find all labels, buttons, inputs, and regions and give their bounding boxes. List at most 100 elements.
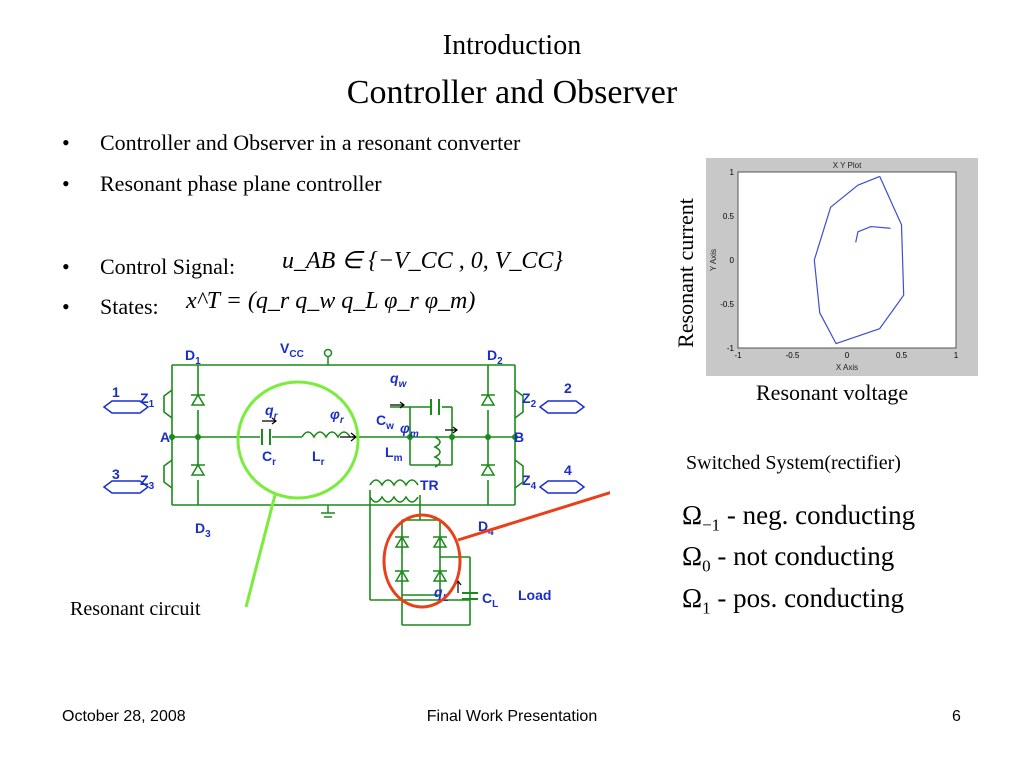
gate-input-4 — [538, 480, 586, 494]
label-z1: Z1 — [140, 390, 155, 410]
x-tick-label: -0.5 — [786, 351, 800, 360]
omega-symbol: Ω — [682, 583, 703, 613]
bullet-dot: • — [62, 171, 70, 196]
label-d1: D1 — [185, 347, 201, 367]
plot-title: X Y Plot — [833, 161, 862, 170]
label-input-3: 3 — [112, 466, 120, 482]
series-line-0 — [813, 175, 905, 345]
resonant-circuit-pointer — [244, 494, 277, 608]
capacitor-cw — [430, 399, 440, 415]
rectifier-highlight — [382, 513, 462, 609]
footer-title: Final Work Presentation — [426, 708, 598, 725]
switch-z4 — [514, 459, 524, 489]
label-tr: TR — [420, 477, 439, 493]
bullet-text: Resonant phase plane controller — [100, 171, 382, 196]
slide-subtitle: Introduction — [442, 30, 582, 61]
footer-page-number: 6 — [952, 708, 961, 725]
omega-symbol: Ω — [682, 541, 703, 571]
bullet-text: States: — [100, 294, 159, 319]
gate-input-1 — [102, 400, 150, 414]
switch-z1 — [163, 389, 173, 419]
omega-subscript: 1 — [702, 598, 711, 618]
label-cr: Cr — [262, 448, 276, 468]
arrow-phir — [340, 432, 357, 442]
label-input-1: 1 — [112, 384, 120, 400]
label-input-4: 4 — [564, 462, 572, 478]
omega-description: - not conducting — [710, 541, 895, 571]
label-node-b: B — [514, 429, 524, 445]
resonant-circuit-label: Resonant circuit — [70, 598, 201, 620]
control-signal-formula: u_AB ∈ {−V_CC , 0, V_CC} — [282, 248, 563, 274]
label-d3: D3 — [195, 520, 211, 540]
plot-outer-xlabel: Resonant voltage — [756, 380, 909, 405]
label-cw: Cw — [376, 412, 394, 432]
omega-neg: Ω−1 - neg. conducting — [682, 500, 915, 535]
x-tick-label: 1 — [954, 351, 959, 360]
capacitor-cr — [261, 429, 271, 445]
label-phim: φm — [400, 420, 419, 440]
switch-z2 — [514, 389, 524, 419]
switch-z3 — [163, 459, 173, 489]
omega-zero: Ω0 - not conducting — [682, 541, 894, 576]
bullet-item: •Control Signal: — [62, 254, 235, 280]
bullet-text: Controller and Observer in a resonant co… — [100, 130, 521, 155]
rectifier-pointer — [457, 491, 610, 542]
label-vcc: VCC — [280, 340, 304, 360]
label-cl: CL — [482, 590, 498, 610]
x-tick-label: 0.5 — [896, 351, 908, 360]
diode-d2 — [480, 393, 496, 406]
resonant-circuit-highlight — [236, 380, 360, 500]
omega-symbol: Ω — [682, 500, 703, 530]
label-qr: qr — [265, 402, 279, 422]
node-dot — [485, 434, 491, 440]
bullet-dot: • — [62, 130, 70, 155]
y-tick-label: -0.5 — [720, 300, 734, 309]
x-tick-label: -1 — [734, 351, 742, 360]
y-tick-label: -1 — [727, 344, 735, 353]
label-qw: qw — [390, 370, 408, 390]
plot-area — [737, 171, 957, 349]
plot-y-axis-label: Y Axis — [709, 249, 718, 271]
x-tick-label: 0 — [845, 351, 850, 360]
label-node-a: A — [160, 429, 170, 445]
y-tick-label: 0.5 — [723, 212, 735, 221]
label-z3: Z3 — [140, 472, 155, 492]
resonant-converter-schematic: D1 D2 D3 D4 Z1 Z2 Z3 Z4 A B 1 2 3 4 VCC … — [102, 340, 610, 626]
bullet-dot: • — [62, 254, 70, 279]
capacitor-cl — [462, 592, 478, 600]
rectifier-diode — [394, 569, 410, 582]
y-tick-label: 1 — [730, 168, 735, 177]
bullet-dot: • — [62, 294, 70, 319]
omega-subscript: 0 — [702, 556, 711, 576]
label-z2: Z2 — [522, 390, 537, 410]
label-d4: D4 — [478, 518, 494, 538]
node-dot — [449, 434, 455, 440]
ground-symbol — [321, 505, 335, 518]
switched-system-label: Switched System(rectifier) — [686, 452, 901, 474]
label-input-2: 2 — [564, 380, 572, 396]
bullet-item: • Controller and Observer in a resonant c… — [62, 130, 520, 156]
rectifier-diode — [432, 535, 448, 548]
label-z4: Z4 — [522, 472, 537, 492]
series-line-1 — [855, 225, 891, 243]
plot-x-axis-label: X Axis — [836, 363, 858, 372]
rectifier-diode — [432, 569, 448, 582]
omega-subscript: −1 — [702, 515, 721, 535]
vcc-terminal — [323, 348, 333, 358]
footer-date: October 28, 2008 — [62, 708, 186, 725]
bullet-item: • Resonant phase plane controller — [62, 171, 382, 197]
inductor-lm — [433, 436, 441, 468]
rectifier-diode — [394, 535, 410, 548]
diode-d4 — [480, 463, 496, 476]
label-d2: D2 — [487, 347, 503, 367]
label-lm: Lm — [385, 444, 403, 464]
slide-title: Controller and Observer — [346, 74, 678, 111]
arrow-qw — [390, 401, 405, 409]
arrow-phim — [445, 426, 458, 434]
label-lr: Lr — [312, 448, 325, 468]
inductor-lr — [301, 431, 351, 439]
label-phir: φr — [330, 406, 345, 426]
bullet-item: • States: — [62, 294, 159, 320]
